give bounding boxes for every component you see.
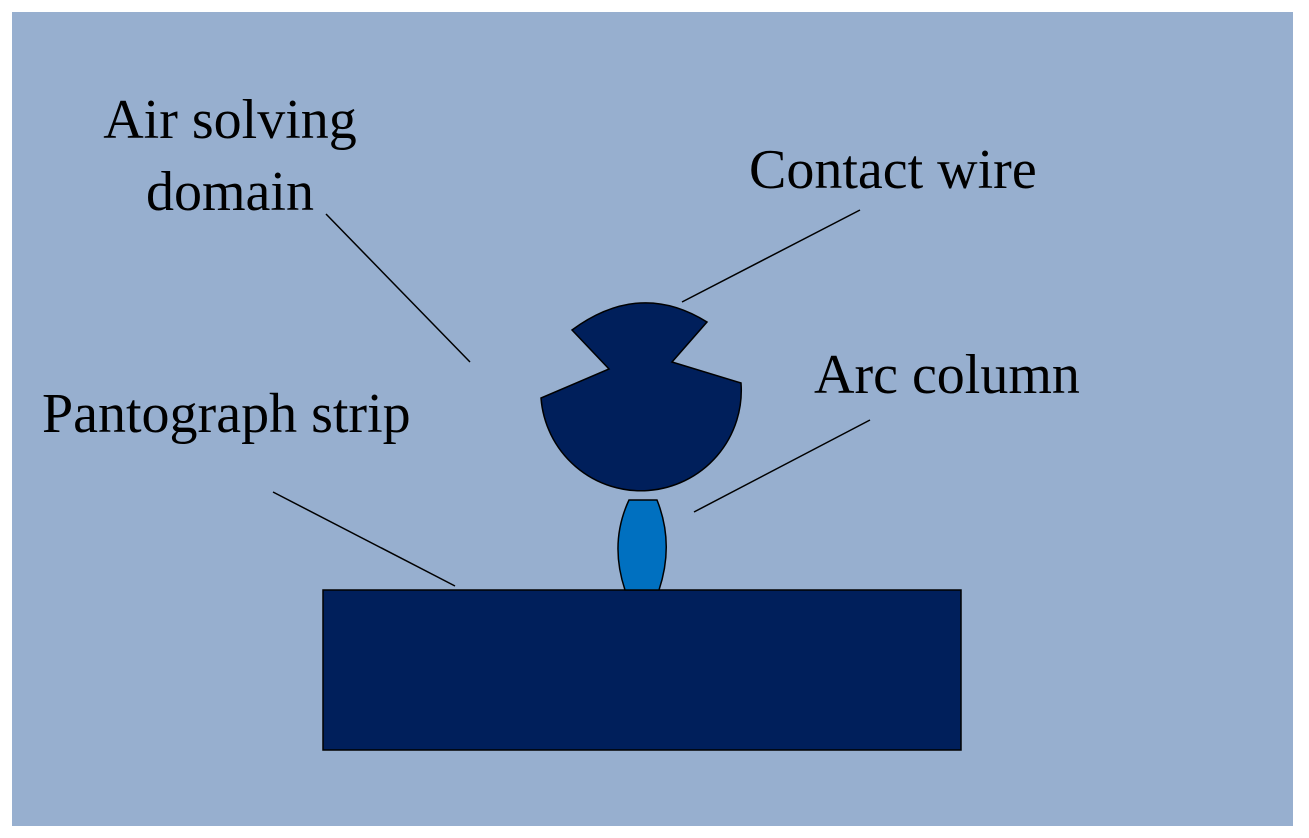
pantograph-strip-shape <box>322 589 962 751</box>
pantograph-strip-label: Pantograph strip <box>42 383 411 445</box>
arc-column-label: Arc column <box>814 344 1080 406</box>
arc-column-leader-line <box>693 419 871 513</box>
air-domain-label-line2: domain <box>146 161 314 223</box>
contact-wire-label: Contact wire <box>749 139 1037 201</box>
arc-column-shape <box>617 499 667 591</box>
contact-wire-leader-line <box>681 209 861 303</box>
air-domain-label-line1: Air solving <box>103 89 357 151</box>
contact-wire-shape <box>540 302 743 492</box>
pantograph-strip-leader-line <box>272 491 456 587</box>
air-domain-leader-line <box>325 213 471 363</box>
